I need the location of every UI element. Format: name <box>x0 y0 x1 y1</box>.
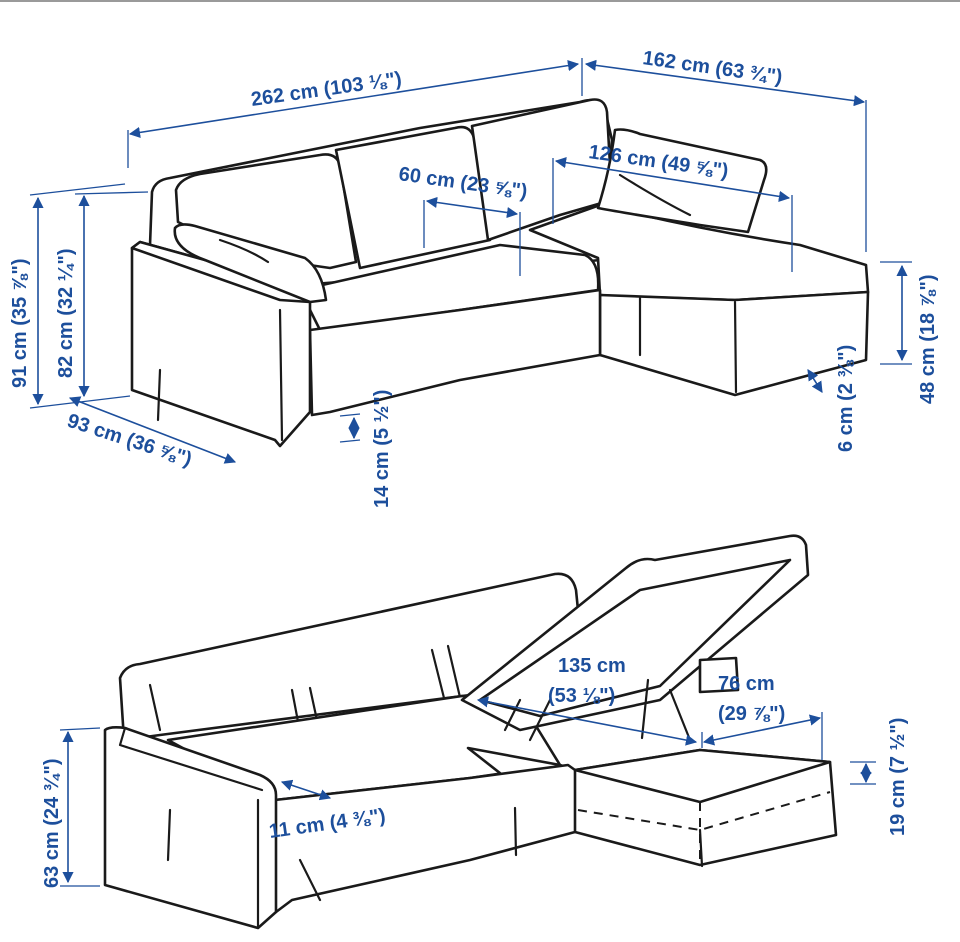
dimension-lines-top <box>29 58 912 464</box>
label-14: 14 cm (5 ½") <box>371 390 393 508</box>
label-76-cm: 76 cm <box>718 673 775 695</box>
sofa-top-illustration <box>130 98 870 448</box>
depth-162-line <box>584 59 866 107</box>
skirt-fold-1 <box>733 300 738 394</box>
sofa-bottom-illustration <box>103 534 838 930</box>
width-262-line <box>128 60 580 138</box>
storage-135-line <box>476 696 698 746</box>
bottom-arm-top <box>118 726 264 792</box>
label-135-cm: 135 cm <box>558 655 626 677</box>
label-162: 162 cm (63 ¾") <box>641 47 783 88</box>
seat-60-line <box>425 196 519 219</box>
label-19: 19 cm (7 ½") <box>887 718 909 836</box>
bottom-skirt-fold-2 <box>298 858 322 902</box>
arm-fold-2 <box>278 308 284 442</box>
arm-pillow <box>173 223 328 304</box>
storage-box-inner <box>573 748 832 804</box>
label-48: 48 cm (18 ⅞") <box>917 274 939 404</box>
front-skirt <box>308 288 602 417</box>
label-91: 91 cm (35 ⅞") <box>9 258 31 388</box>
label-135-in: (53 ⅛") <box>548 685 615 707</box>
label-82: 82 cm (32 ¼") <box>55 248 77 378</box>
bottom-back-seam-1 <box>148 683 162 732</box>
label-76-in: (29 ⅞") <box>718 703 785 725</box>
bottom-back-right <box>698 656 740 694</box>
pillow-crease <box>218 238 270 264</box>
bottom-skirt-fold-1 <box>513 806 518 857</box>
label-93: 93 cm (36 ⅝") <box>64 410 194 471</box>
arm-11-line <box>280 779 332 801</box>
chaise-126-line <box>554 157 791 202</box>
bottom-arm-fold-1 <box>166 808 172 862</box>
depth-93-line <box>68 396 237 464</box>
storage-hidden-edge-1 <box>577 791 831 832</box>
bottom-front-skirt <box>260 763 577 914</box>
top-border <box>0 0 960 2</box>
clearance-6-line <box>807 369 823 393</box>
lid-strut-4 <box>668 688 692 742</box>
label-6: 6 cm (2 ⅜") <box>835 345 857 452</box>
storage-skirt-fold <box>698 828 704 868</box>
label-63: 63 cm (24 ¾") <box>41 758 63 888</box>
bottom-left-arm <box>103 726 278 930</box>
dimension-lines-bottom <box>59 696 876 887</box>
label-262: 262 cm (103 ⅛") <box>250 68 403 111</box>
storage-76-line <box>702 714 822 746</box>
